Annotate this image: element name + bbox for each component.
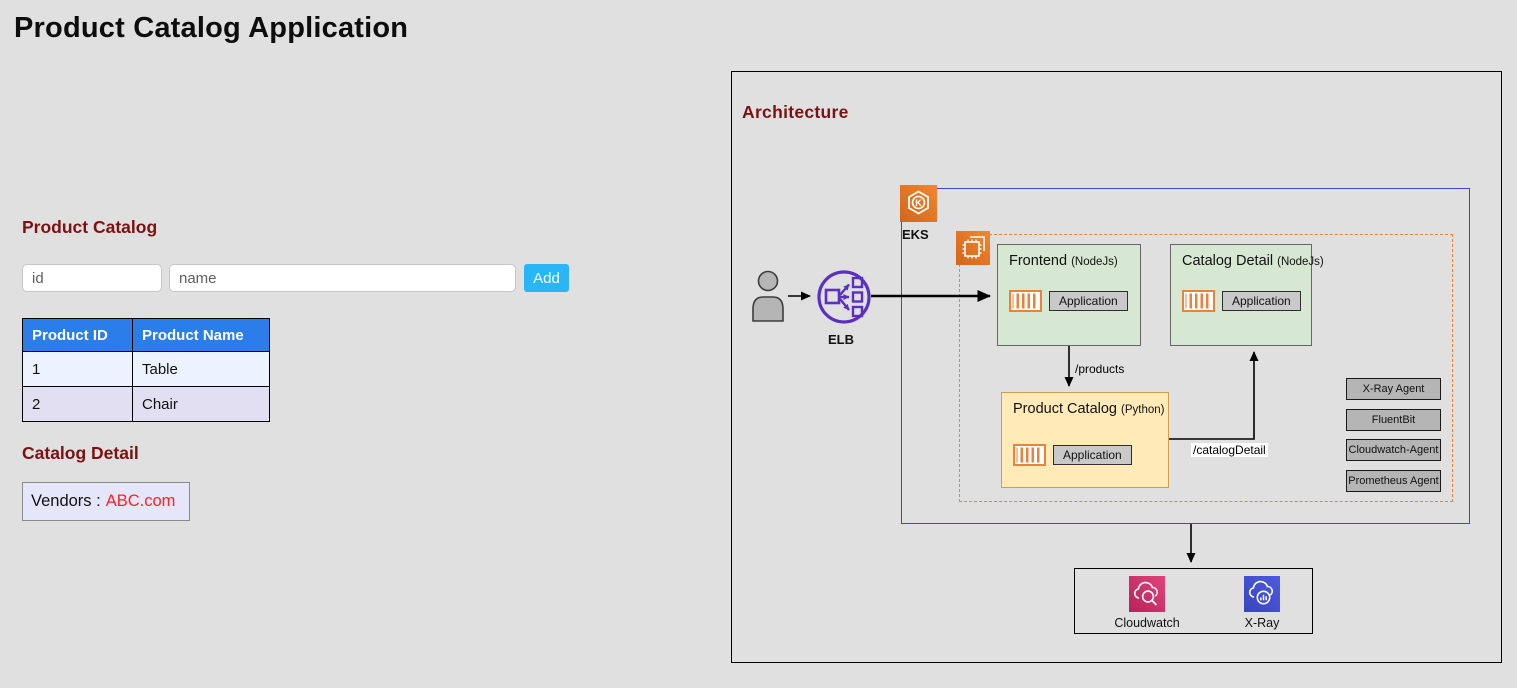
eks-kubernetes-icon: K [900, 185, 937, 222]
product-catalog-service-box: Product Catalog (Python) Application [1001, 392, 1169, 488]
cloudwatch-agent-box: Cloudwatch-Agent [1346, 439, 1441, 461]
load-balancer-icon [817, 270, 871, 324]
products-route-label: /products [1075, 362, 1125, 376]
container-stripes-icon [1013, 444, 1046, 466]
svg-text:K: K [915, 198, 922, 208]
catalog-detail-application-chip: Application [1222, 291, 1301, 311]
add-product-form: Add [22, 264, 569, 292]
monitoring-box [1074, 568, 1313, 634]
frontend-runtime: (NodeJs) [1071, 256, 1118, 268]
person-icon [752, 270, 784, 322]
xray-agent-box: X-Ray Agent [1346, 378, 1441, 400]
vendors-label: Vendors : [31, 492, 101, 510]
frontend-service-box: Frontend (NodeJs) Application [997, 244, 1141, 346]
catalog-detail-heading: Catalog Detail [22, 443, 139, 463]
product-id-input[interactable] [22, 264, 162, 292]
product-name-cell: Chair [132, 386, 270, 422]
namespace-dashed-boundary [959, 234, 1453, 502]
product-id-cell: 2 [22, 386, 133, 422]
eks-label: EKS [902, 227, 929, 242]
elb-label: ELB [828, 332, 854, 347]
vendor-name: ABC.com [105, 492, 176, 510]
catalog-detail-route-label: /catalogDetail [1191, 443, 1268, 457]
cloudwatch-icon [1129, 576, 1165, 612]
table-row: 2 Chair [22, 386, 270, 422]
catalog-detail-service-box: Catalog Detail (NodeJs) Application [1170, 244, 1324, 346]
xray-service: X-Ray [1222, 576, 1302, 630]
product-catalog-application-chip: Application [1053, 445, 1132, 465]
fluentbit-agent-box: FluentBit [1346, 409, 1441, 431]
frontend-application-chip: Application [1049, 291, 1128, 311]
table-row: 1 Table [22, 351, 270, 387]
cloudwatch-label: Cloudwatch [1114, 616, 1180, 630]
product-table-header-row: Product ID Product Name [22, 318, 270, 352]
container-chip-icon [956, 231, 990, 265]
cloudwatch-service: Cloudwatch [1107, 576, 1187, 630]
product-id-cell: 1 [22, 351, 133, 387]
product-name-input[interactable] [169, 264, 516, 292]
catalog-detail-runtime: (NodeJs) [1277, 256, 1324, 268]
eks-cluster-boundary [901, 188, 1470, 524]
page-title: Product Catalog Application [14, 12, 409, 44]
vendors-box: Vendors : ABC.com [22, 482, 190, 521]
product-catalog-heading: Product Catalog [22, 217, 158, 237]
xray-label: X-Ray [1244, 616, 1280, 630]
xray-icon [1244, 576, 1280, 612]
product-name-header: Product Name [132, 318, 270, 352]
product-id-header: Product ID [22, 318, 133, 352]
container-stripes-icon [1182, 290, 1215, 312]
catalog-detail-title: Catalog Detail [1182, 253, 1274, 269]
architecture-panel: Architecture ELB K EKS [731, 71, 1502, 663]
frontend-title: Frontend [1009, 253, 1068, 269]
architecture-title: Architecture [742, 102, 849, 122]
product-catalog-title: Product Catalog [1013, 401, 1117, 417]
prometheus-agent-box: Prometheus Agent [1346, 470, 1441, 492]
product-catalog-runtime: (Python) [1121, 404, 1165, 416]
product-table: Product ID Product Name 1 Table 2 Chair [22, 318, 270, 422]
add-button[interactable]: Add [524, 264, 569, 292]
container-stripes-icon [1009, 290, 1042, 312]
product-name-cell: Table [132, 351, 270, 387]
